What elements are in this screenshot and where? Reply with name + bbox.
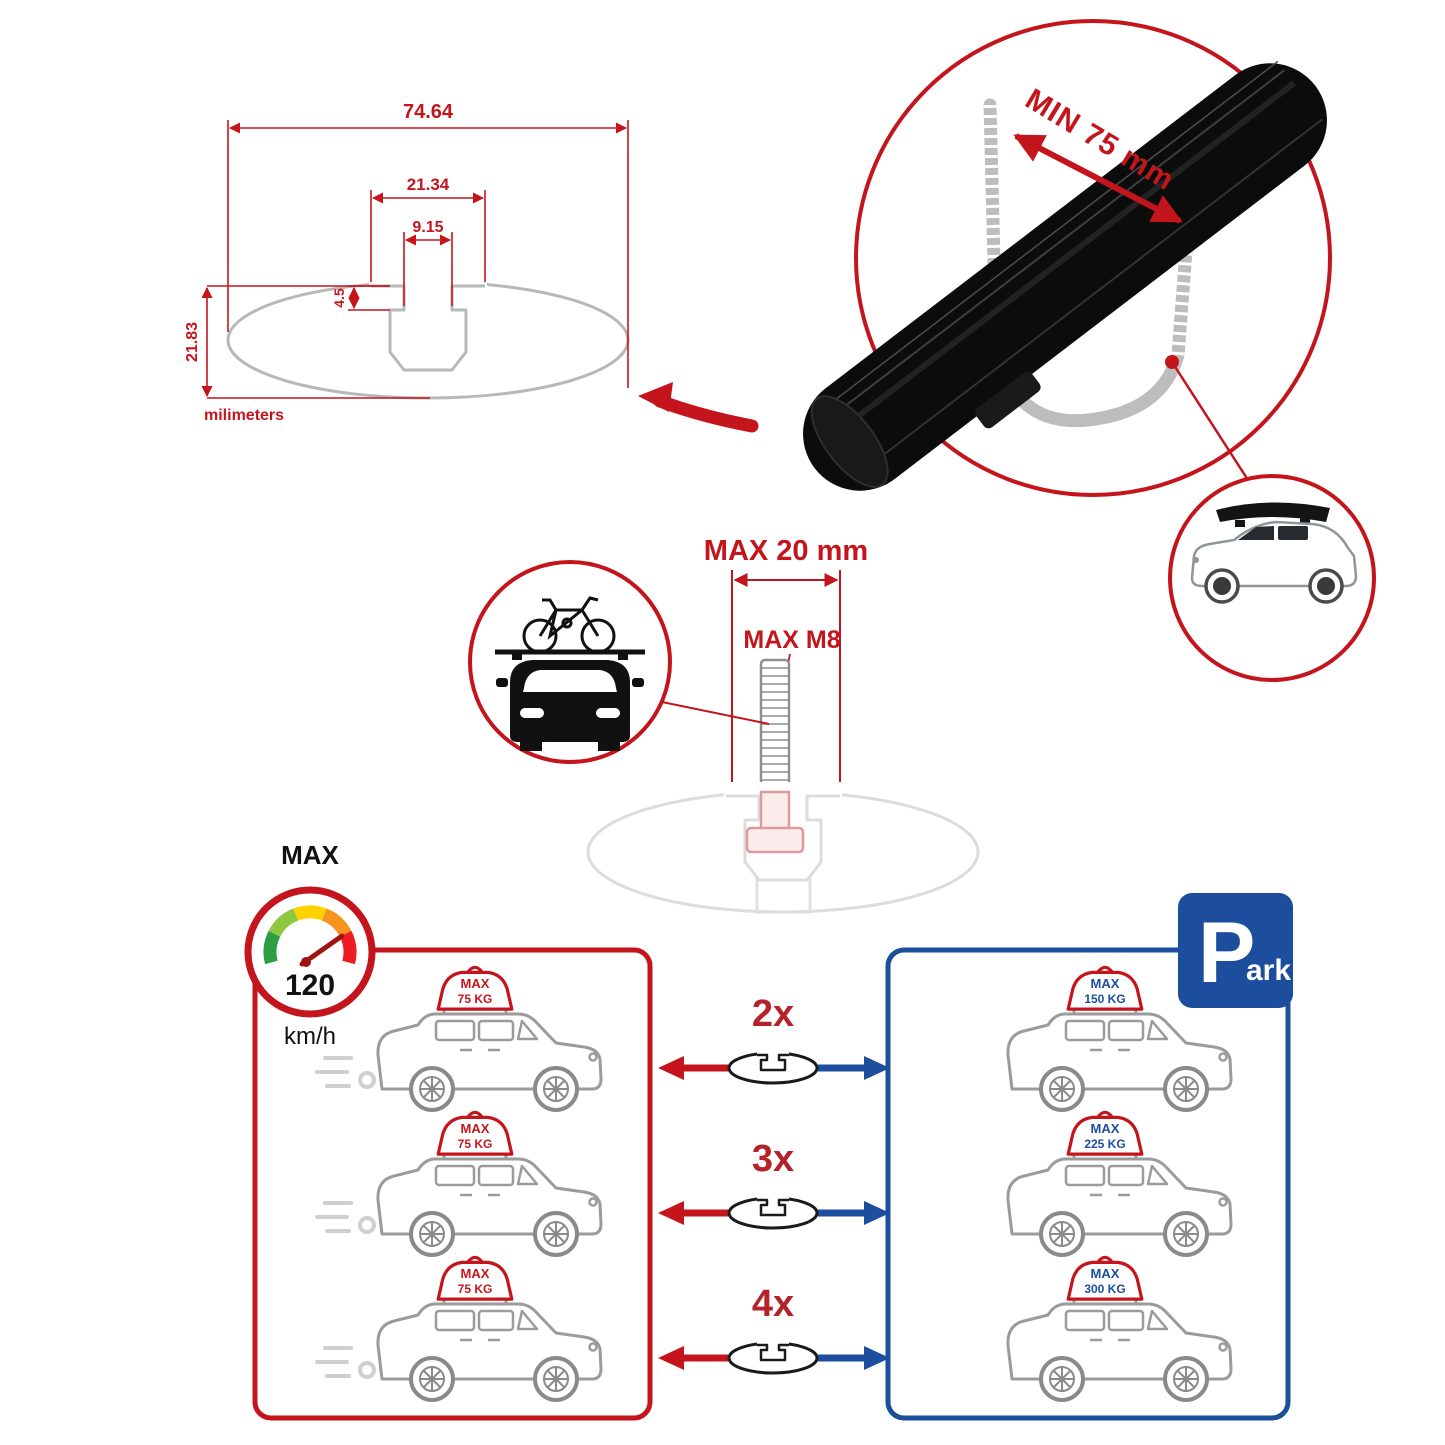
right-arrow-icon xyxy=(818,1201,890,1225)
park-sign-suffix: ark xyxy=(1246,954,1291,987)
row-2: MAX 75 KG 3x MAX 225 KG xyxy=(315,1110,1233,1257)
multiplier-label: 2x xyxy=(752,993,794,1035)
dim-slot-width xyxy=(403,232,453,306)
dim-unit-label: milimeters xyxy=(204,407,284,424)
suv-icon-parked xyxy=(1005,1297,1233,1402)
red-pointer-arrow xyxy=(638,382,759,433)
cross-section-dimension-diagram: 74.64 21.34 9.15 4.5 21.83 xyxy=(184,101,759,433)
bar-detail-view: MIN 75 mm xyxy=(803,19,1376,682)
suv-icon-driving xyxy=(375,1297,603,1402)
park-sign: P ark xyxy=(1178,893,1293,1008)
t-bolt-head xyxy=(745,826,805,854)
dim-total-width-label: 74.64 xyxy=(403,101,454,123)
right-arrow-icon xyxy=(818,1056,890,1080)
cargo-max-label: MAX xyxy=(1091,976,1120,991)
multiplier-label: 3x xyxy=(752,1138,794,1180)
dim-channel-width xyxy=(370,190,486,282)
cargo-weight-label: 150 KG xyxy=(1084,992,1125,1006)
left-arrow-icon xyxy=(658,1056,728,1080)
motion-lines xyxy=(315,1201,376,1234)
motion-lines xyxy=(315,1056,376,1089)
left-arrow-icon xyxy=(658,1201,728,1225)
bolt-width-dimension xyxy=(731,570,841,798)
crossbar-cross-section-icon xyxy=(727,1341,819,1375)
cargo-max-label: MAX xyxy=(1091,1121,1120,1136)
dim-channel-width-label: 21.34 xyxy=(407,175,450,194)
row-3: MAX 75 KG 4x MAX 300 KG xyxy=(315,1255,1233,1402)
bolt-thread-label: MAX M8 xyxy=(743,626,840,654)
cargo-weight-label: 75 KG xyxy=(458,1282,493,1296)
speed-max-label: MAX xyxy=(281,840,339,870)
cargo-weight-label: 300 KG xyxy=(1084,1282,1125,1296)
right-arrow-icon xyxy=(818,1346,890,1370)
cargo-weight-label: 75 KG xyxy=(458,1137,493,1151)
car-front-icon xyxy=(496,660,644,751)
motion-lines xyxy=(315,1346,376,1379)
zoom-circle xyxy=(854,19,1332,497)
cargo-bag-parked: MAX 300 KG xyxy=(1066,1255,1144,1301)
dim-slot-depth-label: 4.5 xyxy=(331,288,347,308)
park-sign-letter: P xyxy=(1198,905,1255,1001)
cargo-bag-parked: MAX 150 KG xyxy=(1066,965,1144,1011)
suv-icon-driving xyxy=(375,1007,603,1112)
load-comparison-panel: MAX 120 km/h MAX 75 KG 2x xyxy=(244,840,1293,1421)
cargo-max-label: MAX xyxy=(461,1121,490,1136)
suv-icon-driving xyxy=(375,1152,603,1257)
cargo-bag-parked: MAX 225 KG xyxy=(1066,1110,1144,1156)
crossbar-cross-section-icon xyxy=(727,1051,819,1085)
roofbox-car-badge xyxy=(1168,474,1376,682)
multiplier-label: 4x xyxy=(752,1283,794,1325)
min-clearance-arrow xyxy=(1013,133,1183,224)
cargo-weight-label: 75 KG xyxy=(458,992,493,1006)
faded-cross-section xyxy=(586,782,980,914)
dim-total-width xyxy=(227,120,629,388)
bicycle-icon xyxy=(522,596,616,654)
cargo-max-label: MAX xyxy=(1091,1266,1120,1281)
speed-limit-badge: MAX 120 km/h xyxy=(244,840,376,1050)
crossbar-cross-section-icon xyxy=(727,1196,819,1230)
speed-unit: km/h xyxy=(284,1023,336,1050)
cargo-max-label: MAX xyxy=(461,976,490,991)
driving-box xyxy=(252,947,653,1421)
parked-box xyxy=(885,947,1291,1421)
badge-leader-line xyxy=(661,701,770,725)
bolt-max-width-label: MAX 20 mm xyxy=(704,535,868,567)
left-arrow-icon xyxy=(658,1346,728,1370)
cargo-bag-driving: MAX 75 KG xyxy=(436,1110,514,1156)
row-1: MAX 75 KG 2x MAX 150 KG xyxy=(315,965,1233,1112)
cargo-max-label: MAX xyxy=(461,1266,490,1281)
bike-rack-badge xyxy=(468,560,770,764)
suv-icon-parked xyxy=(1005,1152,1233,1257)
crossbar-photo xyxy=(803,60,1327,491)
bolt-detail-view: MAX 20 mm MAX M8 xyxy=(468,535,980,914)
roof-box-icon xyxy=(1216,502,1330,522)
cargo-bag-driving: MAX 75 KG xyxy=(436,965,514,1011)
dim-total-height-label: 21.83 xyxy=(184,322,201,362)
dim-slot-width-label: 9.15 xyxy=(412,219,443,236)
callout-line xyxy=(1170,361,1250,481)
cargo-bag-driving: MAX 75 KG xyxy=(436,1255,514,1301)
crossbar-cross-section-drawing xyxy=(226,270,630,400)
suv-body xyxy=(1190,520,1358,588)
suv-icon-parked xyxy=(1005,1007,1233,1112)
dim-total-height xyxy=(201,285,430,399)
speed-value: 120 xyxy=(285,969,335,1002)
bolt-icon xyxy=(759,658,791,794)
cargo-weight-label: 225 KG xyxy=(1084,1137,1125,1151)
